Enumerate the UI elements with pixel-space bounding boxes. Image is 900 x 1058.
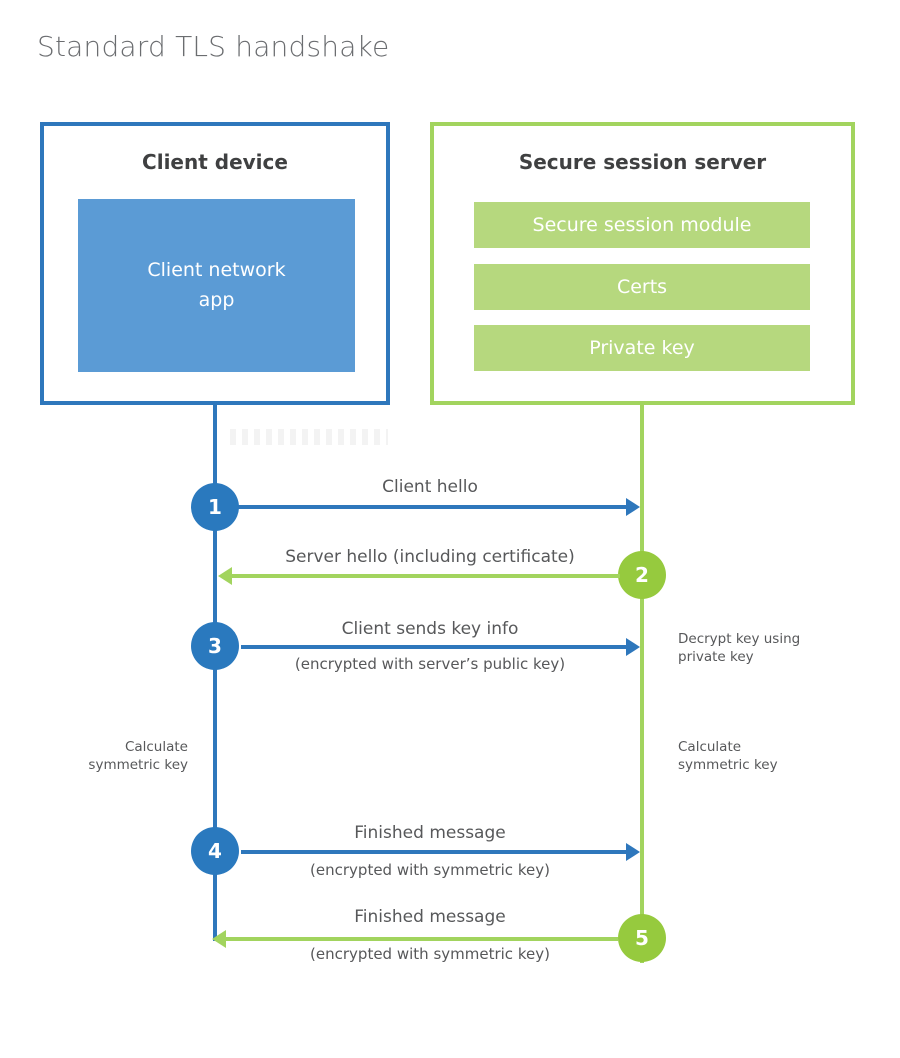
arrow-5-left-arrowhead-icon bbox=[212, 930, 226, 948]
step-4-sublabel: (encrypted with symmetric key) bbox=[310, 861, 550, 879]
arrow-1-shaft bbox=[238, 505, 626, 509]
step-4-badge: 4 bbox=[191, 827, 239, 875]
arrow-1-right-arrowhead-icon bbox=[626, 498, 640, 516]
server-module-private-key: Private key bbox=[474, 325, 810, 371]
arrow-3-right-arrowhead-icon bbox=[626, 638, 640, 656]
calculate-symmetric-key-note-client: Calculate symmetric key bbox=[88, 739, 188, 773]
step-3-sublabel: (encrypted with server’s public key) bbox=[294, 655, 566, 673]
page-title: Standard TLS handshake bbox=[37, 30, 390, 63]
client-network-app-box: Client network app bbox=[78, 199, 355, 372]
step-1-badge: 1 bbox=[191, 483, 239, 531]
server-module-secure-session-module: Secure session module bbox=[474, 202, 810, 248]
step-2-label: Server hello (including certificate) bbox=[285, 547, 575, 567]
client-lifeline bbox=[213, 403, 217, 941]
step-5-badge: 5 bbox=[618, 914, 666, 962]
arrow-3-shaft bbox=[241, 645, 626, 649]
step-5-sublabel: (encrypted with symmetric key) bbox=[310, 945, 550, 963]
step-5-label: Finished message bbox=[354, 907, 506, 927]
calculate-symmetric-key-note-server: Calculate symmetric key bbox=[678, 739, 778, 773]
arrow-2-left-arrowhead-icon bbox=[218, 567, 232, 585]
arrow-4-shaft bbox=[241, 850, 626, 854]
server-lifeline bbox=[640, 403, 644, 963]
arrow-2-shaft bbox=[232, 574, 620, 578]
arrow-5-shaft bbox=[226, 937, 618, 941]
step-3-badge: 3 bbox=[191, 622, 239, 670]
step-2-badge: 2 bbox=[618, 551, 666, 599]
decrypt-key-note: Decrypt key using private key bbox=[678, 631, 801, 665]
step-4-label: Finished message bbox=[354, 823, 506, 843]
step-1-label: Client hello bbox=[382, 477, 478, 497]
client-device-title: Client device bbox=[142, 150, 288, 174]
server-module-certs: Certs bbox=[474, 264, 810, 310]
faint-dashed-artifact bbox=[230, 429, 388, 445]
arrow-4-right-arrowhead-icon bbox=[626, 843, 640, 861]
step-3-label: Client sends key info bbox=[341, 619, 519, 639]
secure-session-server-title: Secure session server bbox=[518, 150, 767, 174]
